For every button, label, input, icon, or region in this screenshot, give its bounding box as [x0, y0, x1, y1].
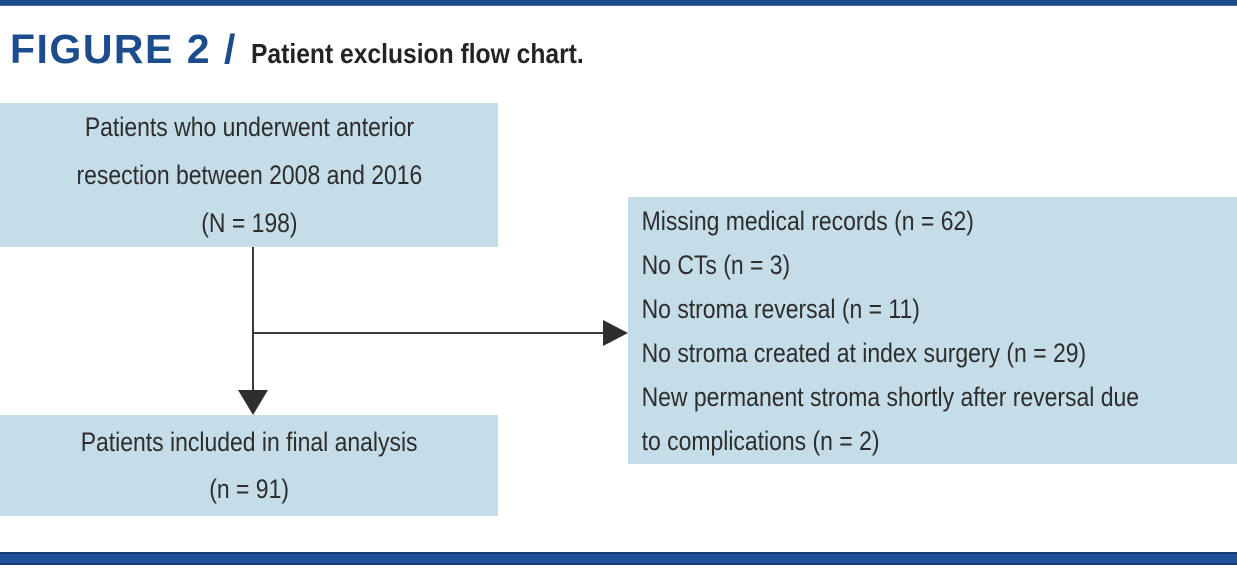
exclusion-item-new-permanent-stroma: New permanent stroma shortly after rever…: [641, 381, 1140, 456]
right-arrowhead-icon: [603, 320, 628, 346]
figure-header: FIGURE 2 / Patient exclusion flow chart.: [10, 26, 629, 73]
exclusion-item-no-cts: No CTs (n = 3): [641, 249, 791, 280]
exclusion-item-missing-records: Missing medical records (n = 62): [641, 205, 974, 236]
flow-box-final-analysis: Patients included in final analysis (n =…: [0, 415, 498, 516]
final-analysis-text: Patients included in final analysis (n =…: [80, 426, 418, 504]
down-arrowhead-icon: [238, 390, 268, 415]
connector-line-horizontal: [252, 332, 604, 334]
connector-line-vertical: [252, 247, 254, 392]
source-population-text: Patients who underwent anterior resectio…: [76, 112, 422, 238]
figure-label: FIGURE 2 /: [10, 26, 237, 72]
flow-box-exclusions: Missing medical records (n = 62) No CTs …: [628, 197, 1237, 464]
exclusion-item-no-stroma-reversal: No stroma reversal (n = 11): [641, 293, 920, 324]
exclusion-item-no-stroma-created: No stroma created at index surgery (n = …: [641, 337, 1087, 368]
exclusion-list: Missing medical records (n = 62) No CTs …: [628, 199, 1146, 463]
bottom-rule: [0, 552, 1237, 565]
top-rule: [0, 0, 1237, 6]
flow-box-source-population: Patients who underwent anterior resectio…: [0, 103, 498, 247]
figure-title: Patient exclusion flow chart.: [250, 38, 584, 69]
